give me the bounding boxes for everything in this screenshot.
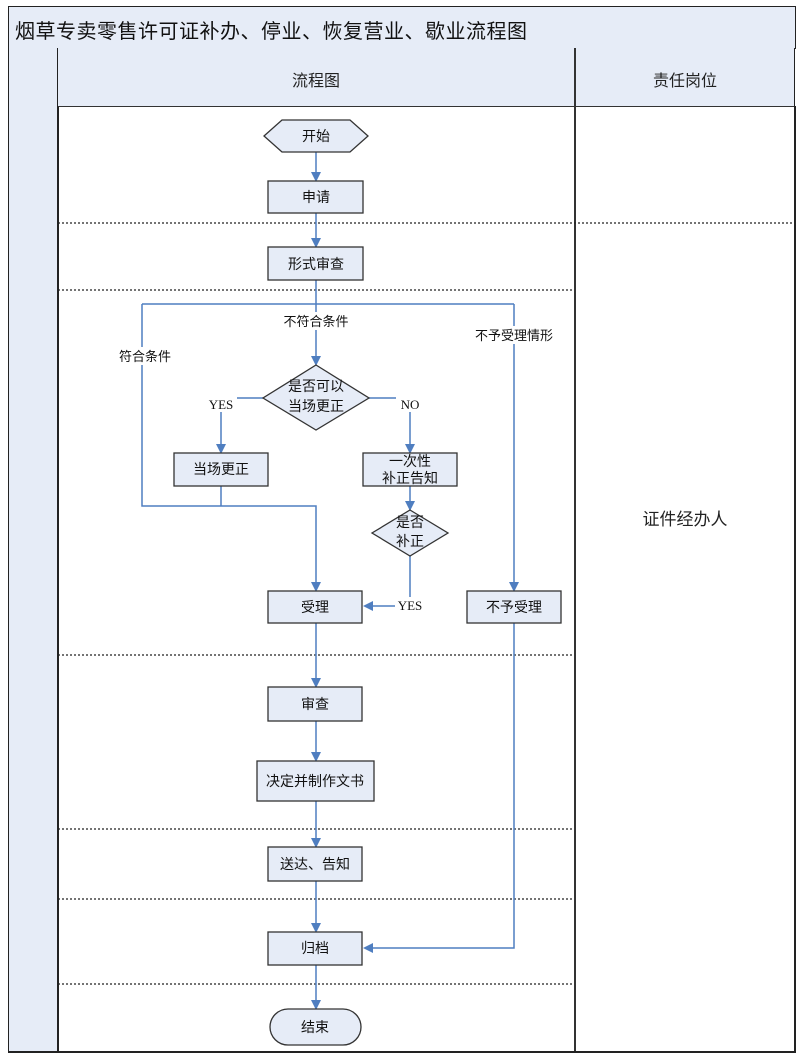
right-border	[794, 106, 796, 1052]
node-corrected-label-2: 补正	[396, 534, 424, 550]
node-corrected-label-1: 是否	[396, 515, 424, 531]
edge-meets	[141, 304, 321, 592]
node-reject-label: 不予受理	[486, 600, 542, 616]
edge-label-reject-case: 不予受理情形	[475, 329, 553, 344]
node-correct-on-spot-label: 当场更正	[193, 462, 249, 478]
node-apply	[267, 180, 364, 214]
node-can-correct	[261, 364, 371, 431]
document-title: 烟草专卖零售许可证补办、停业、恢复营业、歇业流程图	[15, 19, 528, 43]
node-end-label: 结束	[301, 1020, 329, 1036]
node-deliver	[267, 846, 363, 882]
header-flowchart: 流程图	[58, 48, 574, 107]
node-formal-review	[267, 246, 364, 281]
header-role: 责任岗位	[576, 48, 795, 107]
node-review	[267, 686, 363, 722]
header-flowchart-label: 流程图	[291, 71, 340, 90]
node-decide	[256, 760, 375, 802]
edge-label-yes-left: YES	[209, 397, 234, 412]
node-apply-label: 申请	[302, 190, 330, 206]
left-margin-column	[8, 48, 59, 1052]
responsible-role: 证件经办人	[642, 510, 728, 530]
node-notify-label-1: 一次性	[389, 454, 431, 470]
node-can-correct-label-1: 是否可以	[288, 379, 344, 395]
node-can-correct-label-2: 当场更正	[288, 399, 344, 415]
edge-label-meets: 符合条件	[119, 349, 171, 365]
edge-reject-archive	[363, 623, 515, 953]
edge-label-yes-bottom: YES	[398, 598, 423, 613]
label-mask	[468, 326, 560, 344]
title-bar: 烟草专卖零售许可证补办、停业、恢复营业、歇业流程图	[8, 6, 796, 49]
node-accept	[267, 590, 363, 624]
label-mask	[205, 396, 237, 412]
edge-label-not-meets: 不符合条件	[283, 314, 348, 330]
node-start-label: 开始	[302, 129, 330, 145]
node-archive	[267, 931, 363, 966]
node-archive-label: 归档	[301, 940, 329, 957]
node-notify	[362, 452, 458, 487]
label-mask	[396, 396, 424, 412]
node-decide-label: 决定并制作文书	[266, 774, 364, 790]
bottom-border	[8, 1051, 796, 1053]
label-mask	[113, 347, 175, 365]
node-corrected	[370, 509, 450, 557]
node-reject	[466, 590, 562, 624]
node-notify-label-2: 补正告知	[382, 470, 438, 487]
label-mask	[395, 597, 427, 614]
column-divider	[574, 48, 576, 1052]
edge-label-no-right: NO	[401, 397, 420, 412]
header-role-label: 责任岗位	[652, 71, 717, 90]
node-deliver-label: 送达、告知	[280, 856, 350, 873]
node-end	[269, 1008, 362, 1046]
label-mask	[276, 312, 356, 330]
node-accept-label: 受理	[301, 600, 329, 616]
node-start	[263, 119, 369, 153]
node-review-label: 审查	[301, 697, 329, 713]
node-correct-on-spot	[173, 452, 269, 487]
node-formal-review-label: 形式审查	[288, 257, 344, 273]
